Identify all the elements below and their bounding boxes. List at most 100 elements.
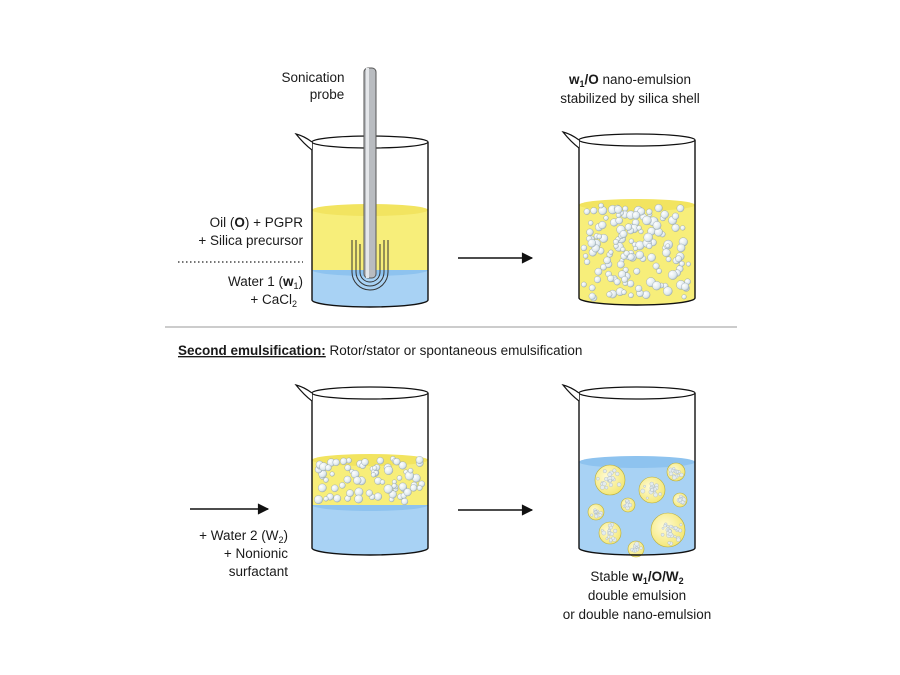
nanodroplet [598, 221, 607, 230]
nanodroplet [415, 456, 424, 464]
nanodroplet [620, 246, 626, 252]
nanodroplet [581, 281, 587, 288]
nanodroplet [619, 230, 628, 239]
nanodroplet [656, 268, 662, 274]
inner-droplet [663, 524, 667, 528]
beaker-second-emulsification [294, 383, 429, 556]
nanodroplet [671, 223, 680, 232]
inner-droplet [634, 541, 640, 547]
nanodroplet [652, 281, 662, 291]
nanodroplet [665, 243, 671, 249]
inner-droplet [669, 524, 673, 529]
inner-droplet [676, 474, 680, 478]
cavitation-arcs [351, 240, 389, 291]
inner-droplet [666, 525, 670, 528]
nanodroplet [346, 489, 354, 498]
nanodroplet [333, 494, 342, 503]
inner-droplet [612, 468, 617, 473]
beaker-nanoemulsion [561, 130, 696, 306]
nanodroplet [314, 495, 323, 504]
probe-label-line2: probe [310, 87, 345, 102]
nanodroplet [396, 475, 403, 481]
inner-droplet [596, 477, 600, 481]
inner-droplet [640, 488, 646, 494]
nanodroplet [652, 262, 660, 270]
nanodroplet [603, 256, 612, 265]
inner-droplet [605, 537, 609, 540]
nanodroplet [403, 488, 412, 497]
inner-droplet [661, 527, 665, 530]
nanodroplet [676, 204, 685, 213]
nanodroplet [628, 238, 635, 244]
nanodroplet [374, 492, 383, 501]
inner-droplet [679, 523, 683, 527]
nanodroplet [586, 228, 594, 236]
nanodroplet [416, 485, 423, 491]
nanodroplet [596, 233, 602, 240]
inner-droplet [598, 513, 603, 517]
nanodroplet [588, 284, 596, 292]
beaker1-spout [294, 132, 313, 151]
inner-droplet [643, 485, 646, 488]
nanodroplet [323, 496, 329, 502]
beaker-double-emulsion [561, 383, 696, 558]
nanodroplet [590, 207, 598, 215]
nanodroplet [668, 270, 678, 280]
nanodroplet [643, 232, 653, 243]
inner-droplet [590, 513, 594, 517]
stable-label: Stable w1/O/W2 [590, 569, 683, 586]
surfactant-label-line1: + Nonionic [224, 546, 288, 561]
nanodroplet [332, 458, 340, 467]
surfactant-label-line2: surfactant [229, 564, 289, 579]
nanodroplet [398, 482, 407, 491]
inner-droplet [668, 529, 672, 533]
inner-droplet [677, 470, 681, 474]
nanodroplet [676, 243, 686, 253]
nanodroplet [354, 494, 363, 504]
nanodroplet [376, 457, 384, 465]
nanodroplet [628, 292, 634, 298]
nanodroplet [323, 477, 329, 483]
nanodroplet [329, 471, 335, 477]
nanodroplet [681, 294, 687, 300]
nanodroplet [410, 484, 418, 492]
nanodroplet [588, 220, 594, 226]
nanodroplet [407, 468, 414, 474]
inner-droplet [672, 475, 677, 480]
inner-droplet [670, 469, 675, 473]
nanodroplet [633, 246, 638, 252]
nanodroplet [583, 258, 591, 266]
inner-droplet [649, 481, 654, 486]
nanodroplet [607, 275, 615, 283]
nanodroplet [398, 461, 407, 470]
nanodroplet [598, 202, 604, 209]
inner-droplet [639, 546, 643, 550]
nanodroplet [361, 458, 369, 466]
inner-droplet [609, 525, 613, 530]
inner-droplet [679, 472, 684, 477]
nanodroplet [665, 256, 672, 263]
water2-label: + Water 2 (W2) [199, 528, 288, 545]
inner-droplet [627, 503, 633, 508]
inner-droplet [609, 532, 614, 536]
nanodroplet [583, 208, 591, 215]
nanodroplets-b3 [314, 456, 426, 506]
inner-droplet [604, 486, 609, 490]
inner-droplet [615, 471, 620, 476]
inner-droplet [676, 537, 681, 542]
inner-droplet [616, 482, 622, 487]
inner-droplet [680, 500, 685, 505]
inner-droplet [602, 469, 607, 473]
nanodroplet [623, 250, 630, 257]
nanodroplet [613, 278, 621, 286]
nanodroplet [614, 205, 623, 214]
nanodroplet [339, 482, 346, 489]
nanodroplet [660, 210, 669, 219]
cacl2-label: + CaCl2 [250, 292, 297, 309]
nanodroplet [324, 464, 332, 472]
nanodroplet [636, 225, 642, 231]
nanodroplet [652, 221, 662, 230]
nanodroplet [608, 249, 614, 255]
nanodroplet [370, 472, 377, 478]
inner-droplet [601, 530, 607, 536]
